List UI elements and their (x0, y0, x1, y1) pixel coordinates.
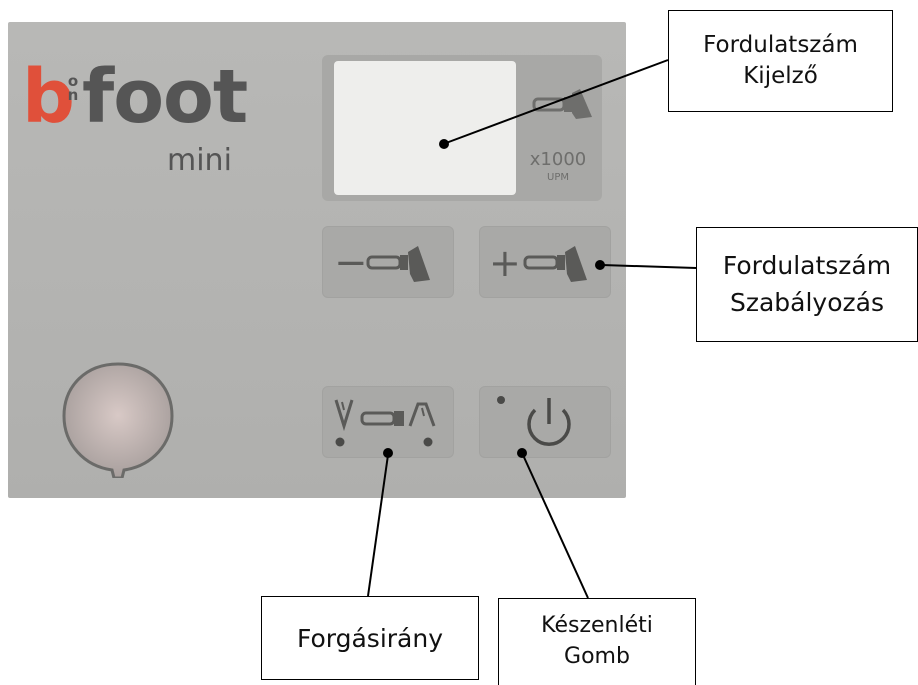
leader-display (445, 59, 669, 144)
speed-down-button[interactable]: − (322, 226, 454, 298)
callout-standby: Készenléti Gomb (498, 598, 696, 685)
logo-on: o n (64, 72, 82, 105)
leader-direction-dot (383, 448, 393, 458)
power-icon (497, 396, 571, 447)
callout-display-line2: Kijelző (743, 63, 818, 89)
display-unit: UPM (547, 172, 569, 183)
bonfoot-mini-logo: b o n foot mini (22, 54, 248, 180)
leader-direction (367, 454, 389, 597)
handpiece-icon (532, 89, 592, 119)
speed-up-button[interactable]: + (479, 226, 611, 298)
callout-speed-control: Fordulatszám Szabályozás (696, 227, 918, 342)
callout-speed-line2: Szabályozás (729, 287, 884, 317)
logo-letter-b: b (22, 54, 75, 140)
speed-up-handpiece-icon: + (489, 241, 587, 285)
minus-sign: − (334, 240, 368, 286)
leader-speed-dot (595, 260, 605, 270)
callout-speed-line1: Fordulatszám (722, 251, 892, 281)
display-multiplier: x1000 (529, 149, 587, 170)
leader-speed (601, 264, 697, 269)
direction-button[interactable] (322, 386, 454, 458)
logo-on-n: n (67, 86, 79, 105)
callout-speed-display: Fordulatszám Kijelző (668, 10, 893, 112)
leader-standby-dot (517, 448, 527, 458)
callout-standby-line2: Gomb (564, 644, 630, 669)
leader-display-dot (439, 139, 449, 149)
speed-down-handpiece-icon: − (334, 240, 430, 286)
logo-on-o: o (67, 72, 79, 90)
handpiece-socket (62, 362, 174, 478)
plus-sign: + (489, 241, 521, 285)
leader-standby (522, 454, 589, 599)
callout-direction-line1: Forgásirány (296, 623, 444, 653)
logo-foot: foot (82, 54, 248, 140)
logo-mini: mini (167, 143, 232, 178)
rotation-direction-icon (334, 399, 436, 447)
standby-button[interactable] (479, 386, 611, 458)
callout-direction: Forgásirány (261, 596, 479, 680)
callout-standby-line1: Készenléti (541, 613, 653, 639)
callout-display-line1: Fordulatszám (703, 31, 858, 58)
